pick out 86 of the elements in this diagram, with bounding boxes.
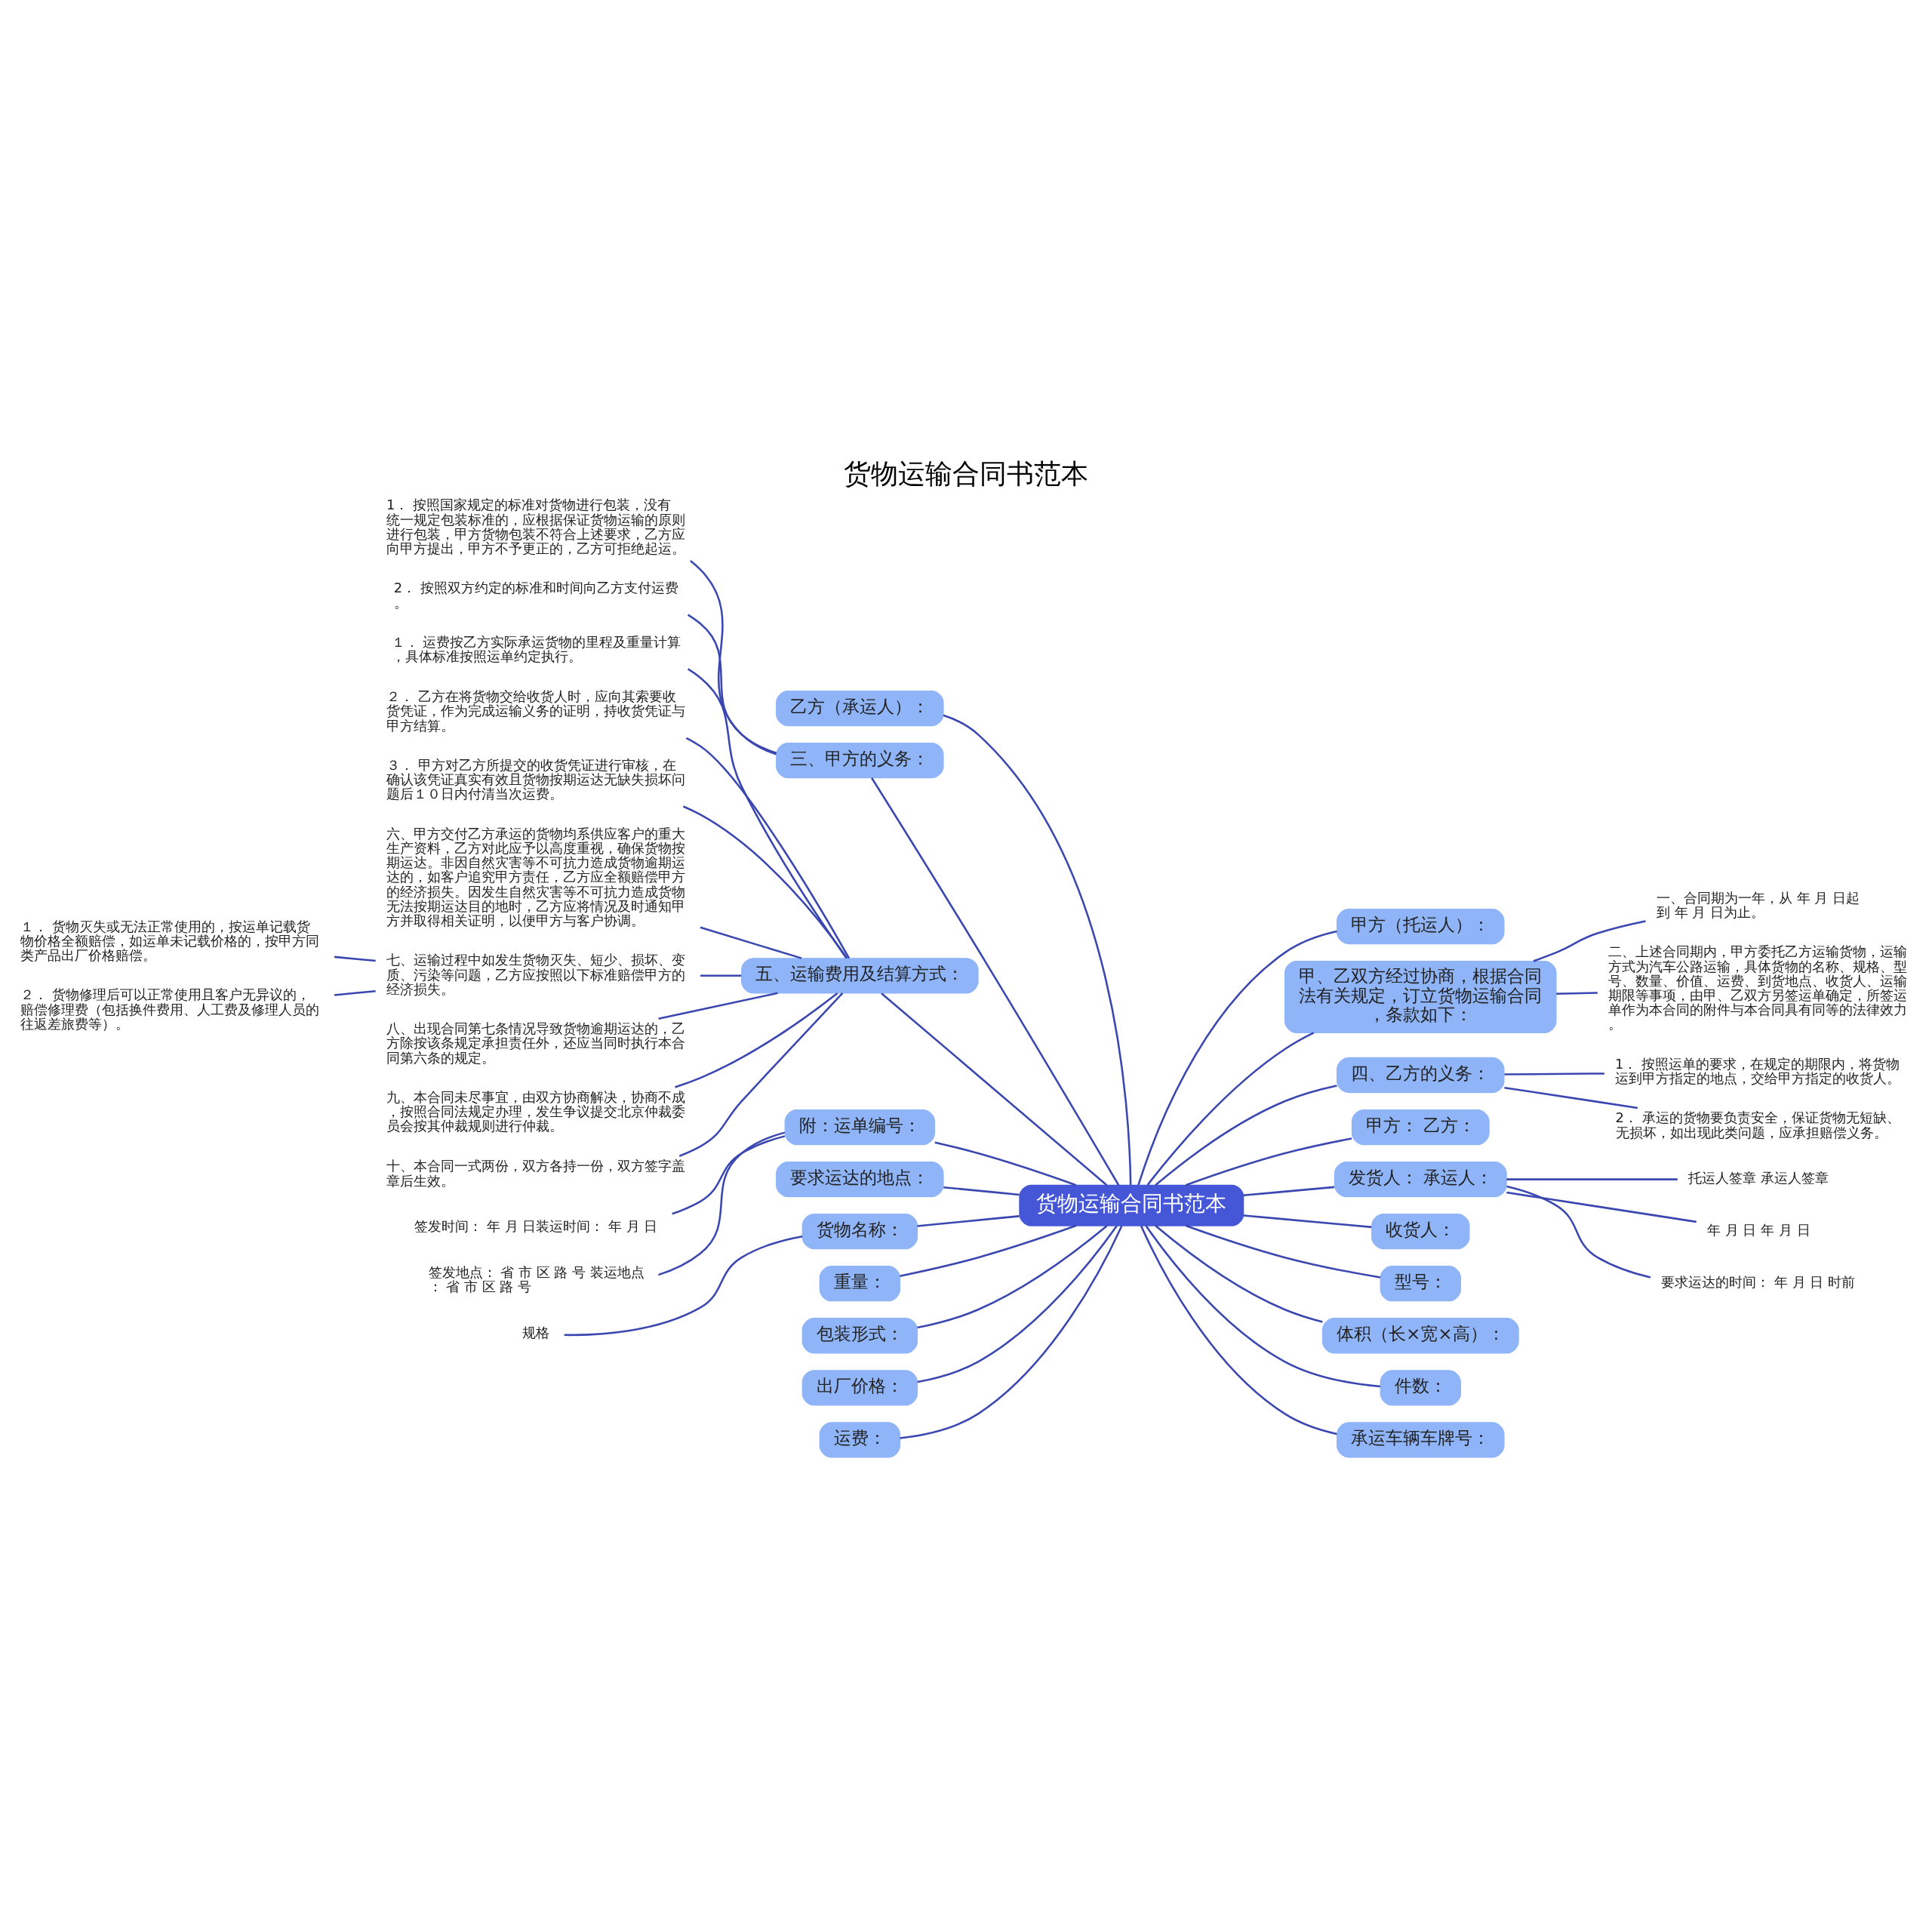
connector: [658, 992, 778, 1020]
node-text: 十、本合同一式两份，双方各持一份，双方签字盖章后生效。: [386, 1157, 686, 1189]
node-box: 三、甲方的义务：: [776, 742, 944, 778]
node-text: 规格: [522, 1324, 550, 1340]
connector: [1243, 1186, 1335, 1196]
connector: [700, 974, 742, 977]
connector: [1504, 1086, 1638, 1109]
node-text: 2． 承运的货物要负责安全，保证货物无短缺、无损坏，如出现此类问题，应承担赔偿义务。: [1615, 1109, 1900, 1140]
node-box: 附：运单编号：: [784, 1109, 936, 1145]
node-text: 年 月 日 年 月 日: [1707, 1221, 1810, 1238]
node-text: １． 运费按乙方实际承运货物的里程及重量计算，具体标准按照运单约定执行。: [391, 633, 681, 664]
node-box: 运费：: [819, 1421, 901, 1458]
connector: [658, 1131, 786, 1275]
node-text: 一、合同期为一年，从 年 月 日起到 年 月 日为止。: [1656, 889, 1860, 920]
node-text: 七、运输过程中如发生货物灭失、短少、损坏、变质、污染等问题，乙方应按照以下标准赔偿甲方的经济损失。: [386, 951, 686, 997]
connector: [1137, 930, 1337, 1186]
connector: [690, 559, 777, 755]
node-text: 九、本合同未尽事宜，由双方协商解决，协商不成，按照合同法规定办理，发生争议提交北京仲裁委员会按其仲裁规则进行仲裁。: [386, 1088, 686, 1134]
node-text: 1． 按照国家规定的标准对货物进行包装，没有统一规定包装标准的，应根据保证货物运输的原则进行包装，甲方货物包装不符合上述要求，乙方应向甲方提出，甲方不予更正的，乙方可拒绝起运。: [386, 496, 686, 556]
node-box: 型号：: [1380, 1265, 1461, 1301]
node-text: １． 货物灭失或无法正常使用的，按运单记载货物价格全额赔偿，如运单未记载价格的，按甲方同类产品出厂价格赔偿。: [20, 918, 320, 963]
node-text: 1． 按照运单的要求，在规定的期限内，将货物运到甲方指定的地点，交给甲方指定的收货人。: [1614, 1055, 1900, 1086]
connector: [1533, 919, 1646, 962]
connector: [672, 1134, 786, 1215]
connector: [334, 955, 376, 962]
connector: [1556, 991, 1598, 995]
node-text: ２． 货物修理后可以正常使用且客户无异议的，赔偿修理费（包括换件费用、人工费及修理人员的往返差旅费等）。: [20, 986, 320, 1032]
node-box: 货物运输合同书范本: [1019, 1184, 1244, 1226]
node-text: 签发地点： 省 市 区 路 号 装运地点： 省 市 区 路 号: [428, 1263, 645, 1294]
diagram-title: 货物运输合同书范本: [844, 457, 1088, 489]
node-box: 件数：: [1380, 1369, 1461, 1405]
connector: [871, 777, 1120, 1186]
node-box: 包装形式：: [801, 1317, 918, 1353]
node-box: 出厂价格：: [801, 1369, 918, 1405]
connector: [1155, 1084, 1337, 1186]
node-box: 重量：: [819, 1265, 901, 1301]
connector: [917, 1214, 1020, 1227]
node-box: 要求运达的地点：: [776, 1161, 944, 1197]
node-box: 甲方（托运人）：: [1337, 908, 1505, 944]
connector: [678, 992, 844, 1157]
node-text: 八、出现合同第七条情况导致货物逾期运达的，乙方除按该条规定承担责任外，还应当同时执行本合同第六条的规定。: [386, 1020, 686, 1065]
connector: [1140, 1225, 1337, 1435]
connector: [687, 667, 848, 959]
node-box: 体积（长×宽×高）：: [1321, 1317, 1519, 1353]
node-box: 发货人： 承运人：: [1334, 1161, 1507, 1197]
connector: [1243, 1214, 1372, 1228]
connector: [1506, 1177, 1678, 1180]
connector: [687, 614, 777, 754]
node-box: 收货人：: [1371, 1213, 1470, 1249]
node-text: ３． 甲方对乙方所提交的收货凭证进行审核，在确认该凭证真实有效且货物按期运达无缺失损坏问题后１０日内付清当次运费。: [386, 756, 686, 802]
node-text: 签发时间： 年 月 日装运时间： 年 月 日: [414, 1217, 658, 1234]
node-text: 托运人签章 承运人签章: [1688, 1169, 1829, 1186]
node-text: 六、甲方交付乙方承运的货物均系供应客户的重大生产资料，乙方对此应予以高度重视，确保货物按期运达。非因自然灾害等不可抗力造成货物逾期运达的，如客户追究甲方责任，乙方应全额赔偿甲方的经济损失。因发生自然灾害等不可抗力造成货物无法按期运达目的地时，乙方应将情况及时通知甲方并取得相关证明，以便甲方与客户协调。: [386, 825, 686, 928]
connector: [675, 992, 838, 1088]
connector: [934, 1140, 1077, 1186]
node-text: ２． 乙方在将货物交给收货人时，应向其索要收货凭证，作为完成运输义务的证明，持收货凭证与甲方结算。: [386, 688, 686, 734]
connector: [1185, 1224, 1381, 1279]
node-box: 五、运输费用及结算方式：: [741, 957, 979, 993]
connector: [334, 989, 376, 996]
node-box: 甲、乙双方经过协商，根据合同法有关规定，订立货物运输合同，条款如下：: [1284, 960, 1557, 1033]
connector: [1155, 1224, 1323, 1323]
node-text: 二、上述合同期内，甲方委托乙方运输货物，运输方式为汽车公路运输，具体货物的名称、规格、型号、数量、价值、运费、到货地点、收货人、运输期限等事项，由甲、乙双方另签运单确定，所签运单作为本合同的附件与本合同具有同等的法律效力。: [1608, 943, 1907, 1032]
node-box: 甲方： 乙方：: [1351, 1109, 1490, 1145]
node-box: 承运车辆车牌号：: [1337, 1421, 1505, 1458]
connector: [1506, 1185, 1651, 1279]
connector: [564, 1235, 803, 1336]
connector: [917, 1224, 1108, 1328]
connector: [1145, 1224, 1381, 1387]
connector: [900, 1224, 1077, 1277]
connector: [943, 1186, 1020, 1195]
connector: [1185, 1137, 1352, 1186]
connector: [685, 737, 851, 959]
node-box: 货物名称：: [801, 1213, 918, 1249]
connector: [1506, 1191, 1697, 1223]
connector: [917, 1224, 1118, 1383]
connector: [1146, 1031, 1315, 1186]
node-text: 2． 按照双方约定的标准和时间向乙方支付运费。: [393, 579, 678, 611]
connector: [1504, 1072, 1604, 1075]
node-box: 四、乙方的义务：: [1337, 1057, 1505, 1093]
node-text: 要求运达的时间： 年 月 日 时前: [1661, 1273, 1856, 1290]
connector: [700, 926, 802, 959]
connector: [682, 805, 848, 959]
connector: [881, 992, 1108, 1186]
node-box: 乙方（承运人）：: [776, 690, 944, 726]
connector: [900, 1225, 1123, 1439]
connector: [943, 714, 1132, 1185]
